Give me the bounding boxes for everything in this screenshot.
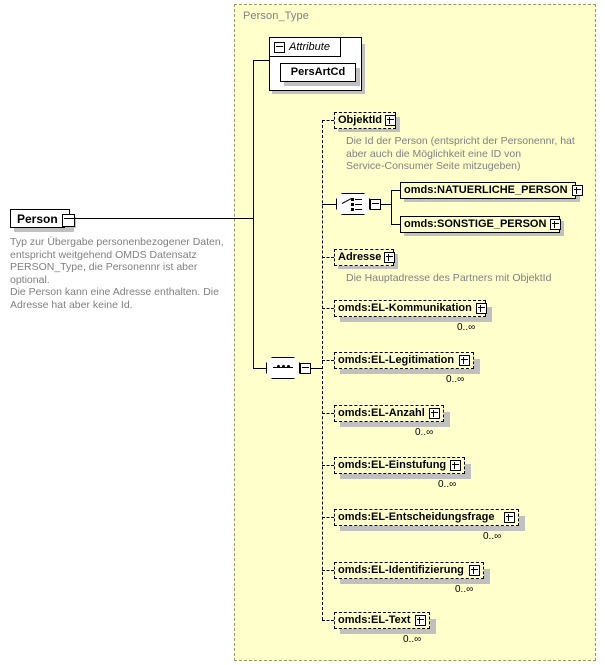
expand-icon[interactable] <box>469 565 480 576</box>
natuerliche-person-label: omds:NATUERLICHE_PERSON <box>404 184 568 196</box>
objektid-label: ObjektId <box>338 114 383 126</box>
choice-bar <box>355 204 362 205</box>
natuerliche-person-node[interactable]: omds:NATUERLICHE_PERSON <box>400 182 583 199</box>
expand-icon[interactable] <box>459 355 470 366</box>
el-anzahl-label: omds:EL-Anzahl <box>338 407 425 419</box>
collapse-icon[interactable] <box>62 214 75 227</box>
persartcd-node[interactable]: PersArtCd <box>280 63 356 82</box>
person-root-box[interactable]: Person <box>10 209 70 228</box>
connector-to-el-einstufung <box>322 465 334 466</box>
choice-dot <box>351 208 354 211</box>
expand-icon[interactable] <box>384 252 396 263</box>
el-entscheidungsfrage-occurrence: 0..∞ <box>483 531 502 542</box>
sequence-octagon <box>266 357 300 379</box>
attribute-group-header: Attribute <box>269 37 341 57</box>
el-anzahl-node[interactable]: omds:EL-Anzahl <box>334 405 447 425</box>
connector-trunk-vertical <box>253 60 254 369</box>
expand-icon[interactable] <box>571 185 583 196</box>
el-einstufung-occurrence: 0..∞ <box>438 479 457 490</box>
attribute-group-label: Attribute <box>289 41 330 53</box>
el-legitimation-occurrence: 0..∞ <box>446 374 465 385</box>
sonstige-person-node[interactable]: omds:SONSTIGE_PERSON <box>400 216 562 233</box>
el-kommunikation-occurrence: 0..∞ <box>457 322 476 333</box>
connector-choice-out <box>380 204 391 205</box>
sequence-dot <box>277 365 280 368</box>
adresse-label: Adresse <box>338 251 382 263</box>
sequence-dot <box>282 365 285 368</box>
collapse-icon[interactable] <box>274 41 285 53</box>
connector-choice-to-natuerliche <box>391 190 400 191</box>
expand-icon[interactable] <box>450 460 462 471</box>
person-type-container <box>234 4 596 661</box>
el-anzahl-occurrence: 0..∞ <box>415 427 434 438</box>
connector-to-el-text <box>322 620 334 621</box>
expand-icon[interactable] <box>429 408 440 419</box>
sequence-connector[interactable] <box>266 357 312 382</box>
expand-icon[interactable] <box>385 115 397 126</box>
connector-to-el-anzahl <box>322 413 334 414</box>
connector-trunk-to-attribute <box>253 60 269 61</box>
el-kommunikation-label: omds:EL-Kommunikation <box>338 302 472 314</box>
objektid-node[interactable]: ObjektId <box>334 112 397 129</box>
expand-icon[interactable] <box>475 303 487 314</box>
el-identifizierung-label: omds:EL-Identifizierung <box>338 564 464 576</box>
connector-to-el-entscheidungsfrage <box>322 517 334 518</box>
connector-trunk-to-sequence <box>253 368 266 369</box>
adresse-node[interactable]: Adresse <box>334 249 396 266</box>
choice-bar <box>355 209 362 210</box>
persartcd-label: PersArtCd <box>290 66 346 78</box>
person-type-title: Person_Type <box>243 10 309 22</box>
el-kommunikation-node[interactable]: omds:EL-Kommunikation <box>334 300 489 320</box>
choice-bar <box>355 199 362 200</box>
el-entscheidungsfrage-node[interactable]: omds:EL-Entscheidungsfrage <box>334 509 522 529</box>
connector-fan-trunk <box>322 120 323 620</box>
connector-sequence-out <box>310 368 322 369</box>
objektid-annotation: Die Id der Person (entspricht der Person… <box>346 135 575 172</box>
el-text-occurrence: 0..∞ <box>403 634 422 645</box>
el-legitimation-label: omds:EL-Legitimation <box>338 354 455 366</box>
connector-choice-to-sonstige <box>391 224 400 225</box>
expand-icon[interactable] <box>415 615 426 626</box>
person-root-label: Person <box>17 211 58 226</box>
connector-person-to-type <box>73 218 253 219</box>
el-text-node[interactable]: omds:EL-Text <box>334 612 433 632</box>
choice-connector[interactable] <box>336 193 382 218</box>
connector-to-el-identifizierung <box>322 570 334 571</box>
el-einstufung-label: omds:EL-Einstufung <box>338 459 447 471</box>
el-einstufung-node[interactable]: omds:EL-Einstufung <box>334 457 468 477</box>
person-root-annotation: Typ zur Übergabe personenbezogener Daten… <box>10 236 224 311</box>
el-identifizierung-node[interactable]: omds:EL-Identifizierung <box>334 562 487 582</box>
connector-to-el-kommunikation <box>322 308 334 309</box>
el-legitimation-node[interactable]: omds:EL-Legitimation <box>334 352 477 372</box>
el-identifizierung-occurrence: 0..∞ <box>455 584 474 595</box>
choice-dot <box>351 203 354 206</box>
connector-to-objektid <box>322 120 334 121</box>
choice-dot <box>351 198 354 201</box>
sequence-dot <box>287 365 290 368</box>
expand-icon[interactable] <box>550 219 562 230</box>
connector-choice-fan <box>391 190 392 224</box>
connector-to-adresse <box>322 257 334 258</box>
adresse-annotation: Die Hauptadresse des Partners mit Objekt… <box>346 272 552 284</box>
expand-icon[interactable] <box>504 512 515 523</box>
connector-to-el-legitimation <box>322 360 334 361</box>
sonstige-person-label: omds:SONSTIGE_PERSON <box>404 218 547 230</box>
el-text-label: omds:EL-Text <box>338 614 411 626</box>
el-entscheidungsfrage-label: omds:EL-Entscheidungsfrage <box>338 511 495 523</box>
connector-to-choice <box>322 204 336 205</box>
